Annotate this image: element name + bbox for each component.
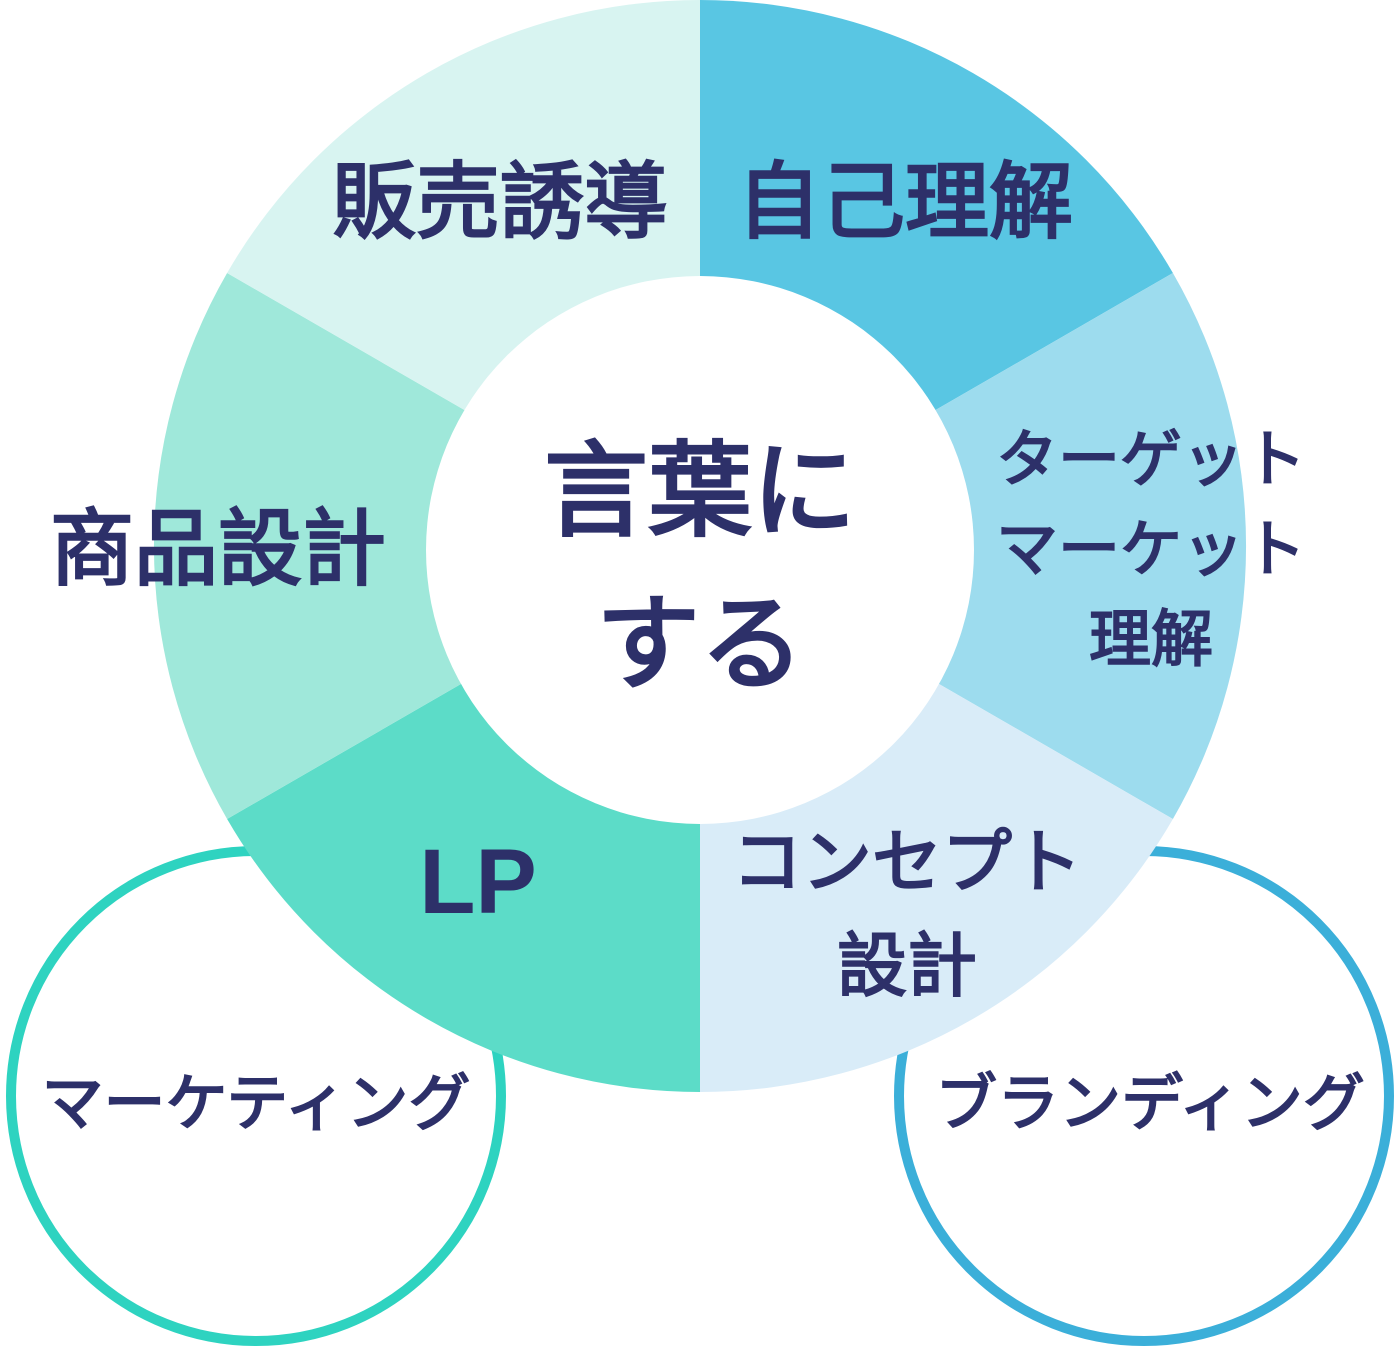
lp-label: LP (419, 831, 537, 933)
center-label-line2: する (596, 587, 804, 703)
center-circle (426, 276, 974, 824)
sales-guidance-label: 販売誘導 (332, 155, 668, 249)
branding-label: ブランディング (935, 1069, 1365, 1139)
marketing-label: マーケティング (41, 1070, 470, 1139)
product-design-label: 商品設計 (50, 502, 386, 596)
center-label-line1: 言葉に (544, 434, 856, 550)
target-market-label-line1: ターゲット (996, 426, 1306, 495)
target-market-label-line3: 理解 (1089, 606, 1213, 675)
concept-design-label-line1: コンセプト (732, 823, 1082, 901)
target-market-label-line2: マーケット (996, 516, 1306, 585)
self-understanding-label: 自己理解 (737, 155, 1073, 249)
concept-design-label-line2: 設計 (837, 927, 977, 1005)
